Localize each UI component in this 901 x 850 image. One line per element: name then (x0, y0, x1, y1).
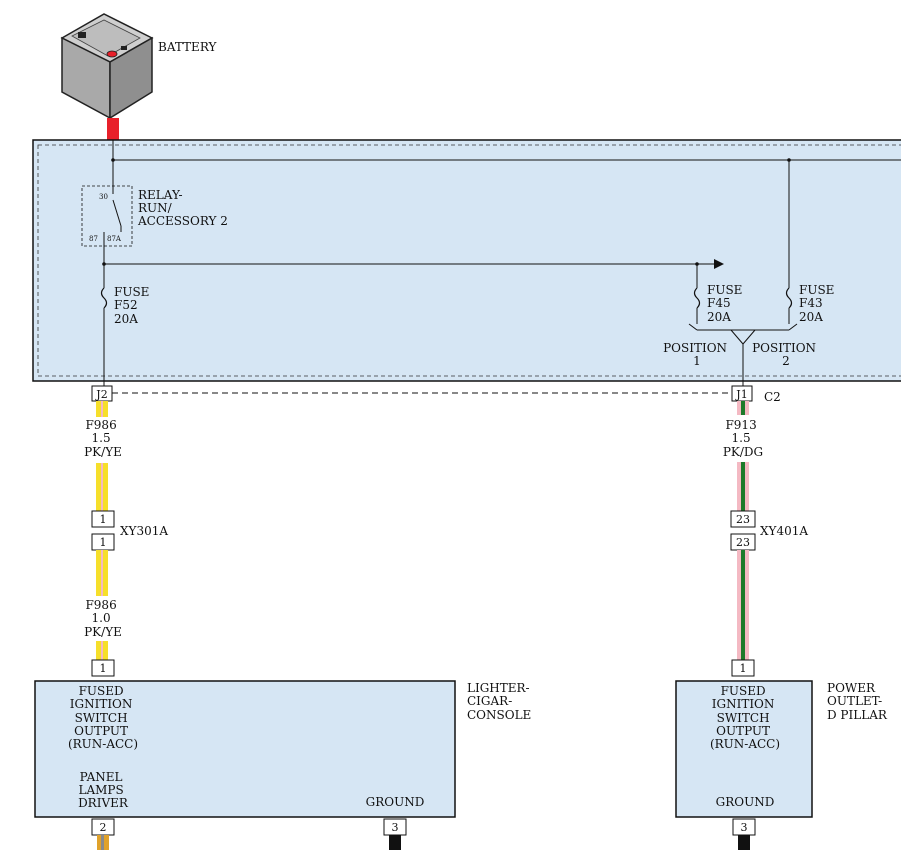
pin-lighter-panel: 2 (100, 821, 107, 834)
position-1-label: POSITION 1 (663, 341, 731, 368)
battery-cable (107, 118, 119, 140)
connector-c2-label: C2 (764, 390, 781, 404)
connector-xy401a-label: XY401A (760, 524, 808, 538)
wire-lighter-ground (389, 835, 401, 850)
power-outlet-module-name: POWER OUTLET- D PILLAR (827, 681, 888, 722)
relay-pin-87: 87 (89, 235, 98, 243)
power-outlet-d-pillar-module (675, 680, 813, 818)
lighter-panel-lamps-label: PANEL LAMPS DRIVER (78, 770, 129, 810)
connector-xy301a-top (91, 510, 115, 528)
power-output-label: FUSED IGNITION SWITCH OUTPUT (RUN-ACC) (710, 684, 780, 751)
wire-panel-lamps (97, 835, 109, 850)
wire-f986-upper-label: F986 1.5 PK/YE (84, 418, 122, 459)
wire-f986-upper (96, 401, 108, 511)
pin-power-ground: 3 (741, 821, 748, 834)
connector-j1-label: J1 (735, 388, 747, 401)
lighter-ground-label: GROUND (366, 795, 425, 809)
fuse-f43-icon (785, 287, 793, 309)
pin-lighter-ground: 3 (392, 821, 399, 834)
wire-f913-upper-label: F913 1.5 PK/DG (723, 418, 763, 459)
relay-pin-87a: 87A (107, 235, 122, 243)
relay-label: RELAY- RUN/ ACCESSORY 2 (137, 188, 228, 228)
fuse-f52-icon (100, 287, 108, 309)
connector-xy401a-top (730, 510, 756, 528)
fuse-f43-label: FUSE F43 20A (799, 283, 838, 324)
wire-power-ground (738, 835, 750, 850)
fuse-f45-icon (693, 287, 701, 309)
battery-icon (60, 13, 154, 120)
relay-run-accessory-2 (81, 185, 133, 247)
pin-power-in: 1 (740, 662, 747, 675)
lighter-module-name: LIGHTER- CIGAR- CONSOLE (467, 681, 533, 722)
connector-xy301a-label: XY301A (120, 524, 168, 538)
wire-f986-lower-label: F986 1.0 PK/YE (84, 598, 122, 639)
connector-power-in (731, 659, 755, 677)
battery-label: BATTERY (158, 40, 217, 54)
connector-j2-label: J2 (95, 388, 107, 401)
lighter-cigar-console-module (34, 680, 456, 818)
position-selector (730, 329, 744, 345)
panel-inner-border (37, 144, 901, 377)
pin-lighter-in: 1 (100, 662, 107, 675)
wire-f913-upper (737, 401, 749, 511)
fuse-f52-label: FUSE F52 20A (114, 285, 153, 326)
wire-f986-lower (96, 550, 108, 660)
lighter-output-label: FUSED IGNITION SWITCH OUTPUT (RUN-ACC) (68, 684, 138, 751)
position-2-label: POSITION 2 (752, 341, 820, 368)
pin-xy401a-top: 23 (736, 513, 750, 526)
pin-xy301a-top: 1 (100, 513, 107, 526)
power-ground-label: GROUND (716, 795, 775, 809)
relay-pin-30: 30 (99, 193, 108, 201)
power-distribution-panel (32, 139, 901, 382)
wire-f913-lower (737, 550, 749, 660)
fuse-f45-label: FUSE F45 20A (707, 283, 746, 324)
pin-xy401a-bottom: 23 (736, 536, 750, 549)
relay-switch-contact (112, 199, 122, 227)
pin-xy301a-bottom: 1 (100, 536, 107, 549)
connector-lighter-in (91, 659, 115, 677)
